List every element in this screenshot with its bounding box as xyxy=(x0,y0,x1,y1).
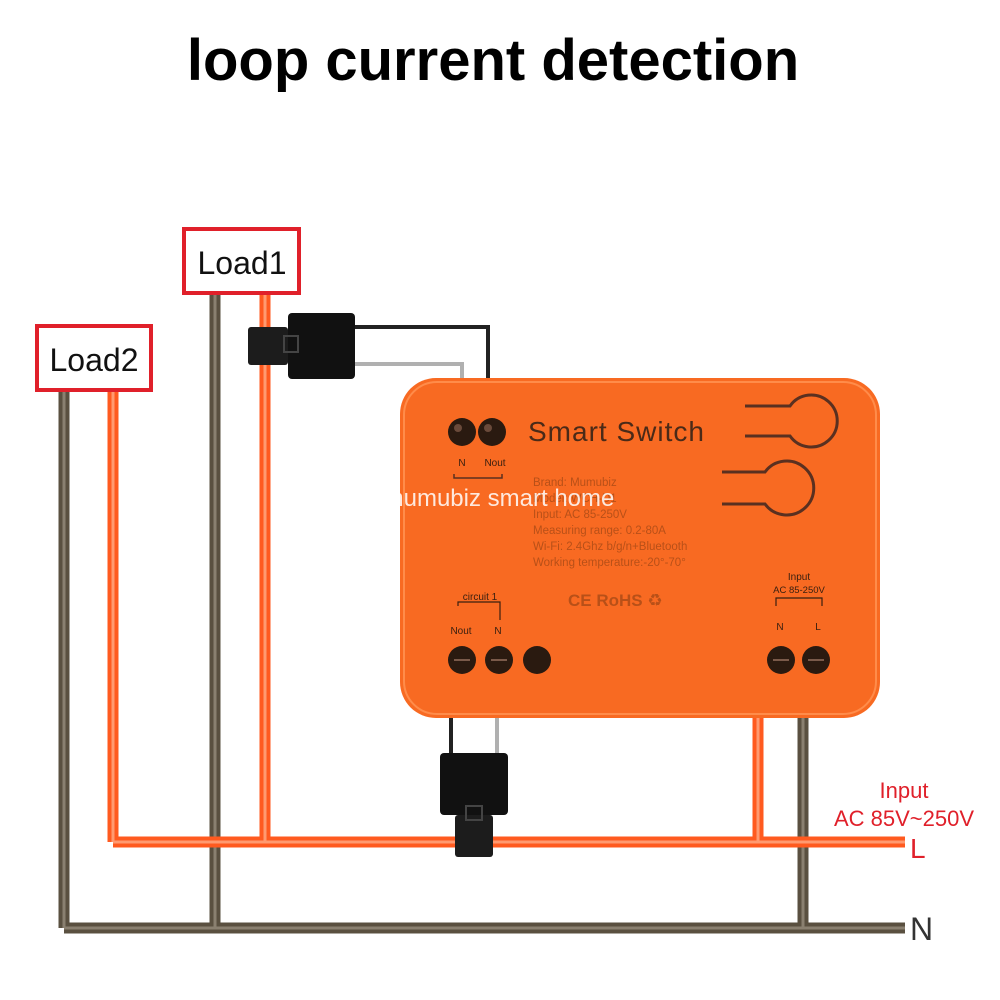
screw-terminal-icon xyxy=(448,418,506,446)
spec-line: Measuring range: 0.2-80A xyxy=(533,525,666,537)
current-clamp-icon xyxy=(248,313,355,379)
certification-marks: CE RoHS ♻ xyxy=(568,591,663,610)
spec-line: Input: AC 85-250V xyxy=(533,509,627,521)
watermark: mumubiz smart home xyxy=(384,485,615,512)
spec-line: Model: WCH-D1 xyxy=(533,493,617,505)
top-terminal-n-label: N xyxy=(458,458,465,469)
circuit-label: circuit 1 xyxy=(463,592,498,603)
input-l-label: L xyxy=(815,622,821,633)
spec-line: Wi-Fi: 2.4Ghz b/g/n+Bluetooth xyxy=(533,541,687,553)
supply-input-voltage: AC 85V~250V xyxy=(834,806,974,831)
neutral-label: N xyxy=(910,911,933,947)
smart-switch-device: N Nout Smart Switch Brand: Mumubiz Model… xyxy=(400,378,880,718)
load1-label: Load1 xyxy=(198,245,287,281)
device-specs: Brand: Mumubiz Model: WCH-D1 Input: AC 8… xyxy=(533,477,687,569)
device-input-label: Input xyxy=(788,572,810,583)
screw-terminal-icon xyxy=(448,646,830,674)
circuit-n-label: N xyxy=(494,626,501,637)
line-label: L xyxy=(910,833,926,864)
load1-box: Load1 xyxy=(182,227,301,295)
button-icon xyxy=(722,393,839,517)
current-clamp-icon xyxy=(440,753,508,857)
diagram-title: loop current detection xyxy=(187,28,799,93)
supply-input-label: Input xyxy=(880,778,929,803)
circuit-nout-label: Nout xyxy=(450,626,471,637)
spec-line: Brand: Mumubiz xyxy=(533,477,617,489)
input-n-label: N xyxy=(776,622,783,633)
top-terminal-nout-label: Nout xyxy=(484,458,505,469)
load2-box: Load2 xyxy=(35,324,153,392)
load2-label: Load2 xyxy=(50,342,139,378)
device-name: Smart Switch xyxy=(528,416,705,447)
spec-line: Working temperature:-20°-70° xyxy=(533,557,686,569)
device-input-voltage: AC 85-250V xyxy=(773,585,825,596)
